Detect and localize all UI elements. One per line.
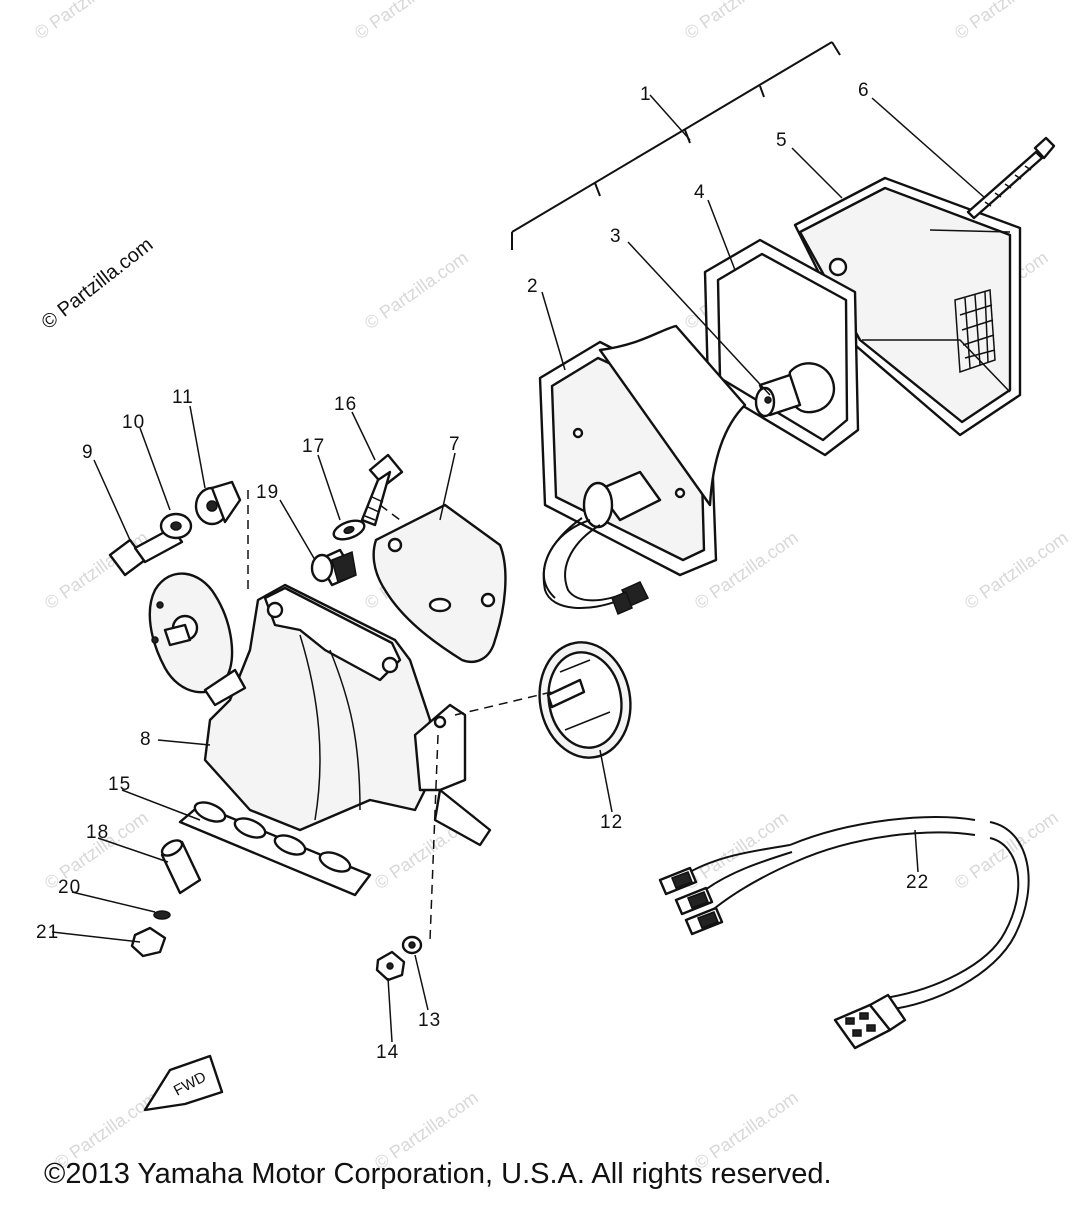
part-20-washer[interactable] (153, 910, 171, 920)
assembly-dashed-lines (247, 490, 561, 941)
watermark: © Partzilla.com (951, 807, 1062, 893)
callout-2[interactable]: 2 (527, 276, 539, 297)
callout-11[interactable]: 11 (172, 387, 194, 408)
partzilla-watermark: © Partzilla.com (38, 234, 158, 334)
callout-19[interactable]: 19 (256, 482, 279, 503)
watermark: © Partzilla.com (961, 527, 1072, 613)
callout-20[interactable]: 20 (58, 877, 81, 898)
part-7-cover-plate[interactable] (372, 503, 507, 663)
callout-16[interactable]: 16 (334, 394, 357, 415)
callout-1[interactable]: 1 (640, 84, 652, 105)
watermark: © Partzilla.com (41, 527, 152, 613)
part-6-screw[interactable] (966, 136, 1056, 220)
part-22-wire-harness[interactable] (658, 816, 1030, 1050)
watermark: © Partzilla.com (361, 247, 472, 333)
callout-leaders (51, 94, 986, 1043)
callout-numbers: 1 2 3 4 5 6 7 8 9 10 11 12 13 14 15 16 1… (36, 80, 929, 1063)
watermark: © Partzilla.com (681, 807, 792, 893)
callout-3[interactable]: 3 (610, 226, 622, 247)
callout-6[interactable]: 6 (858, 80, 870, 101)
part-10-washer[interactable] (159, 512, 193, 540)
callout-9[interactable]: 9 (82, 442, 94, 463)
part-19-collar[interactable] (310, 548, 357, 587)
part-8-bracket-housing[interactable] (203, 583, 492, 847)
callout-15[interactable]: 15 (108, 774, 131, 795)
lens-reflector-pattern (954, 289, 996, 374)
part-18-spacer[interactable] (159, 837, 202, 895)
fwd-arrow: FWD (143, 1054, 224, 1112)
part-13-washer[interactable] (401, 935, 423, 955)
callout-13[interactable]: 13 (418, 1010, 441, 1031)
watermark: © Partzilla.com (681, 0, 792, 43)
left-reflector-disc[interactable] (148, 572, 247, 707)
part-5-lens-housing[interactable] (793, 176, 1022, 437)
part-15-light-strip[interactable] (178, 799, 372, 897)
callout-5[interactable]: 5 (776, 130, 788, 151)
callout-22[interactable]: 22 (906, 872, 929, 893)
callout-14[interactable]: 14 (376, 1042, 399, 1063)
assembly-bracket-lines (511, 41, 841, 250)
callout-7[interactable]: 7 (449, 434, 461, 455)
watermark: © Partzilla.com (31, 0, 142, 43)
callout-21[interactable]: 21 (36, 922, 59, 943)
watermark: © Partzilla.com (951, 0, 1062, 43)
part-2-base-plate[interactable] (538, 324, 747, 615)
part-12-reflector[interactable] (531, 635, 640, 765)
callout-4[interactable]: 4 (694, 182, 706, 203)
callout-18[interactable]: 18 (86, 822, 109, 843)
part-17-washer[interactable] (331, 517, 367, 543)
part-3-bulb[interactable] (754, 362, 836, 418)
part-14-nut[interactable] (375, 950, 406, 982)
callout-8[interactable]: 8 (140, 729, 152, 750)
part-16-bolt[interactable] (360, 453, 404, 527)
watermark: © Partzilla.com (351, 0, 462, 43)
callout-17[interactable]: 17 (302, 436, 325, 457)
copyright-notice: ©2013 Yamaha Motor Corporation, U.S.A. A… (44, 1158, 832, 1190)
callout-10[interactable]: 10 (122, 412, 145, 433)
callout-12[interactable]: 12 (600, 812, 623, 833)
part-11-grommet[interactable] (194, 480, 242, 526)
part-21-nut[interactable] (130, 926, 167, 958)
